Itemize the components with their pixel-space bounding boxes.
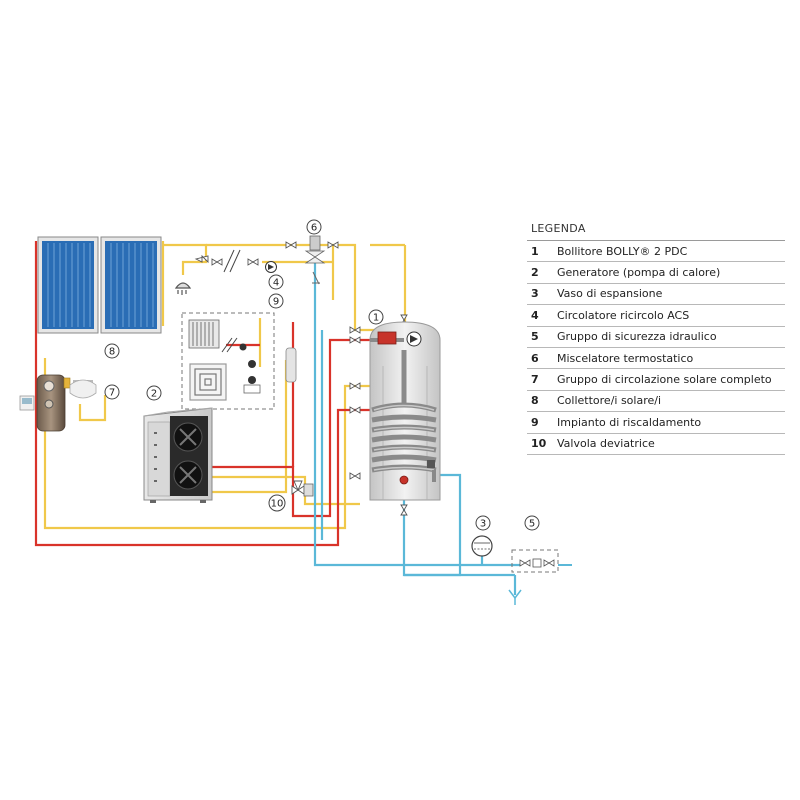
legend-label: Valvola deviatrice (557, 437, 655, 451)
solar-collector-icon (37, 236, 162, 334)
legend-label: Bollitore BOLLY® 2 PDC (557, 244, 688, 258)
radiator-icon (188, 319, 220, 349)
callout-7: 7 (104, 384, 120, 400)
legend-row: 1 Bollitore BOLLY® 2 PDC (527, 241, 785, 263)
callout-3: 3 (475, 515, 491, 531)
diverter-valve-icon (291, 480, 314, 497)
callout-2: 2 (146, 385, 162, 401)
thermostatic-mixer-icon (304, 235, 326, 285)
legend-label: Gruppo di circolazione solare completo (557, 373, 772, 387)
valve-icon (194, 241, 408, 516)
solar-pump-group-icon (19, 374, 71, 432)
callout-6: 6 (306, 219, 322, 235)
heating-system-box (181, 312, 275, 410)
heat-pump-icon (143, 407, 213, 503)
svg-text:3: 3 (480, 519, 486, 530)
legend-number: 9 (531, 415, 539, 429)
legend-row: 2 Generatore (pompa di calore) (527, 262, 785, 284)
cold-pipes (313, 262, 520, 595)
svg-text:1: 1 (373, 313, 379, 324)
legend-row: 6 Miscelatore termostatico (527, 348, 785, 370)
pipe-break-icon (221, 249, 241, 353)
legend-number: 10 (531, 437, 547, 451)
legend-number: 6 (531, 351, 539, 365)
legend-number: 8 (531, 394, 539, 408)
svg-text:4: 4 (273, 278, 279, 289)
callout-9: 9 (268, 293, 284, 309)
legend: LEGENDA 1 Bollitore BOLLY® 2 PDC 2 Gener… (527, 220, 785, 455)
legend-number: 2 (531, 266, 539, 280)
legend-label: Collettore/i solare/i (557, 394, 662, 408)
callout-8: 8 (104, 343, 120, 359)
legend-number: 7 (531, 373, 539, 387)
expansion-vessel-icon (69, 379, 97, 399)
svg-text:10: 10 (271, 499, 284, 510)
legend-row: 9 Impianto di riscaldamento (527, 412, 785, 434)
pump-icon (265, 261, 277, 273)
callout-5: 5 (524, 515, 540, 531)
legend-row: 10 Valvola deviatrice (527, 434, 785, 455)
legend-row: 5 Gruppo di sicurezza idraulico (527, 327, 785, 348)
safety-group-icon (511, 549, 572, 573)
legend-row: 7 Gruppo di circolazione solare completo (527, 369, 785, 391)
svg-text:2: 2 (151, 389, 157, 400)
legend-label: Circolatore ricircolo ACS (557, 308, 690, 322)
svg-text:9: 9 (273, 297, 279, 308)
callout-4: 4 (268, 274, 284, 290)
pump-icon (239, 343, 256, 384)
shower-icon (174, 282, 192, 295)
callout-10: 10 (268, 494, 286, 512)
legend-number: 4 (531, 308, 539, 322)
legend-label: Vaso di espansione (557, 287, 663, 301)
legend-row: 4 Circolatore ricircolo ACS (527, 305, 785, 327)
svg-text:8: 8 (109, 347, 115, 358)
legend-number: 3 (531, 287, 539, 301)
legend-label: Gruppo di sicurezza idraulico (557, 330, 717, 344)
callout-markers: 1 2 3 4 5 6 7 8 9 10 (104, 219, 540, 531)
legend-row: 8 Collettore/i solare/i (527, 391, 785, 413)
legend-label: Generatore (pompa di calore) (557, 266, 721, 280)
buffer-cylinder-icon (285, 347, 297, 383)
underfloor-heating-icon (189, 363, 227, 401)
legend-number: 5 (531, 330, 539, 344)
legend-label: Miscelatore termostatico (557, 351, 694, 365)
legend-label: Impianto di riscaldamento (557, 415, 702, 429)
legend-title: LEGENDA (527, 220, 785, 241)
hot-pipes (34, 241, 370, 547)
legend-number: 1 (531, 244, 539, 258)
expansion-vessel-icon (471, 535, 493, 557)
svg-text:6: 6 (311, 223, 317, 234)
legend-row: 3 Vaso di espansione (527, 284, 785, 306)
drain-funnel-icon (508, 589, 522, 605)
storage-tank-icon (369, 321, 441, 501)
svg-text:7: 7 (109, 388, 115, 399)
svg-text:5: 5 (529, 519, 535, 530)
callout-1: 1 (368, 309, 384, 325)
